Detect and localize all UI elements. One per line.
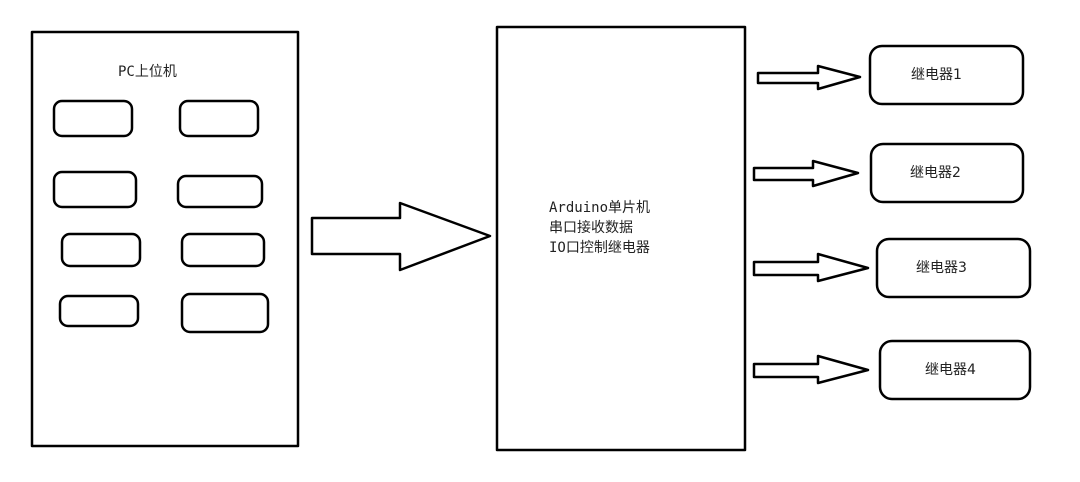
pc-control-4 [176, 174, 264, 209]
relay-label-1: 继电器1 [911, 67, 962, 83]
relay-arrow-2 [752, 159, 860, 188]
relay-label-2: 继电器2 [910, 165, 961, 181]
relay-label-3: 继电器3 [916, 260, 967, 276]
relay-box-3 [875, 237, 1032, 299]
pc-control-6 [180, 232, 266, 268]
pc-control-3 [52, 170, 138, 209]
mcu-description: Arduino单片机 串口接收数据 IO口控制继电器 [549, 200, 650, 260]
mcu-line-3: IO口控制继电器 [549, 240, 650, 256]
relay-box-2 [869, 142, 1025, 204]
mcu-line-2: 串口接收数据 [549, 220, 633, 236]
relay-label-4: 继电器4 [925, 362, 976, 378]
relay-arrow-3 [752, 252, 870, 283]
pc-control-2 [178, 99, 260, 138]
pc-to-mcu-arrow [310, 201, 492, 272]
pc-control-5 [60, 232, 142, 268]
relay-arrow-4 [752, 354, 870, 385]
pc-control-1 [52, 99, 134, 138]
relay-box-1 [868, 44, 1025, 106]
pc-title: PC上位机 [118, 64, 177, 80]
pc-control-8 [180, 292, 270, 334]
relay-arrow-1 [756, 64, 862, 91]
mcu-block [495, 25, 747, 452]
mcu-line-1: Arduino单片机 [549, 200, 651, 216]
relay-box-4 [878, 339, 1032, 401]
pc-panel [30, 30, 300, 448]
pc-control-7 [58, 294, 140, 328]
